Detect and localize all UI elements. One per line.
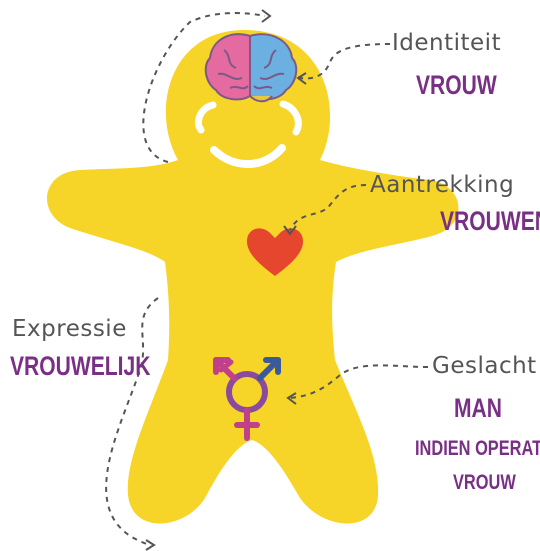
sex-value: MAN <box>454 393 502 424</box>
sex-note-line2: VROUW <box>453 471 516 495</box>
attraction-label: Aantrekking <box>370 172 514 198</box>
bottom-arrowhead <box>146 540 154 550</box>
top-arrowhead <box>262 10 270 22</box>
sex-label: Geslacht <box>432 353 537 379</box>
expression-label: Expressie <box>12 316 127 342</box>
attraction-value: VROUWEN <box>440 206 540 237</box>
gingerbread-body <box>47 30 458 524</box>
gingerbread-figure <box>47 30 458 524</box>
brain-icon <box>206 34 297 101</box>
expression-value: VROUWELIJK <box>10 351 150 382</box>
identity-value: VROUW <box>416 70 497 101</box>
sex-note-line1: INDIEN OPERATIE: <box>415 437 540 461</box>
identity-label: Identiteit <box>392 30 501 56</box>
